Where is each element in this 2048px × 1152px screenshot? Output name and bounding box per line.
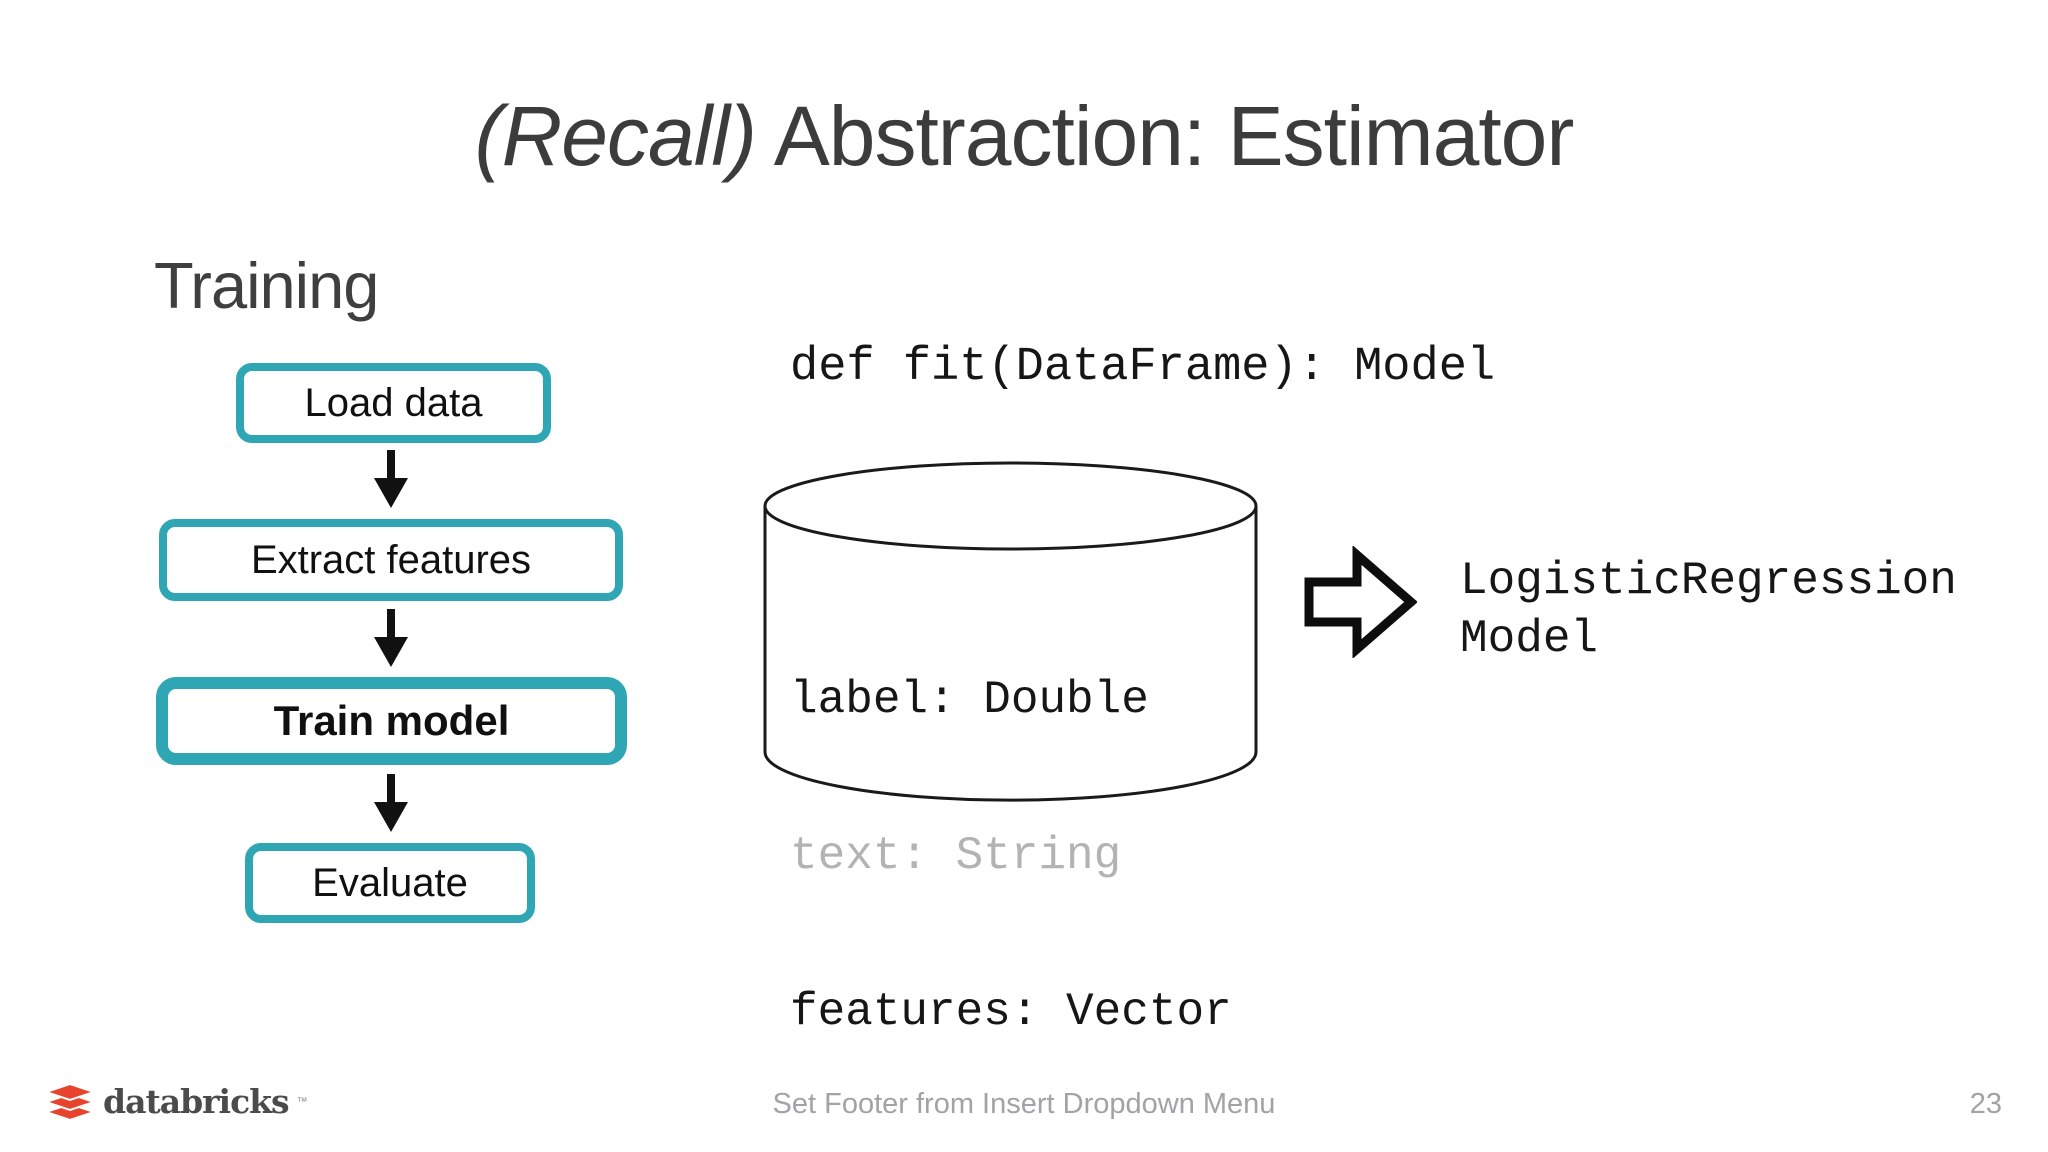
down-arrow-icon (374, 450, 408, 508)
flow-step-label: Evaluate (312, 860, 468, 905)
flow-step-label: Extract features (250, 537, 532, 582)
fit-method-signature: def fit(DataFrame): Model (790, 341, 1496, 394)
footer-placeholder-text: Set Footer from Insert Dropdown Menu (772, 1088, 1276, 1120)
flow-step-label: Train model (273, 697, 510, 744)
slide-title: (Recall) Abstraction: Estimator (0, 92, 2048, 180)
schema-field-label: label: Double (790, 674, 1149, 726)
dataframe-schema: label: Double text: String features: Vec… (790, 570, 1232, 1142)
right-block-arrow-icon (1304, 546, 1417, 658)
page-number: 23 (1969, 1088, 2002, 1120)
databricks-wordmark: databricks (103, 1082, 290, 1121)
databricks-bricks-icon (44, 1082, 96, 1121)
result-line-1: LogisticRegression (1460, 555, 1957, 607)
section-heading-training: Training (154, 249, 379, 322)
trademark-symbol: ™ (296, 1095, 308, 1108)
flow-step-train-model: Train model (156, 677, 627, 765)
flow-step-extract-features: Extract features (159, 519, 623, 601)
databricks-logo: databricks ™ (44, 1082, 308, 1121)
dataframe-cylinder-icon (763, 461, 1258, 802)
result-line-2: Model (1460, 613, 1599, 665)
flow-step-evaluate: Evaluate (245, 843, 535, 923)
schema-field-text: text: String (790, 830, 1122, 882)
schema-field-features: features: Vector (790, 986, 1232, 1038)
flow-step-label: Load data (304, 380, 483, 425)
result-model-name: LogisticRegression Model (1460, 552, 1957, 668)
down-arrow-icon (374, 609, 408, 667)
slide-title-italic-part: (Recall) (474, 89, 757, 183)
down-arrow-icon (374, 774, 408, 832)
flow-step-load-data: Load data (236, 363, 551, 443)
slide-title-rest-part: Abstraction: Estimator (756, 89, 1575, 183)
